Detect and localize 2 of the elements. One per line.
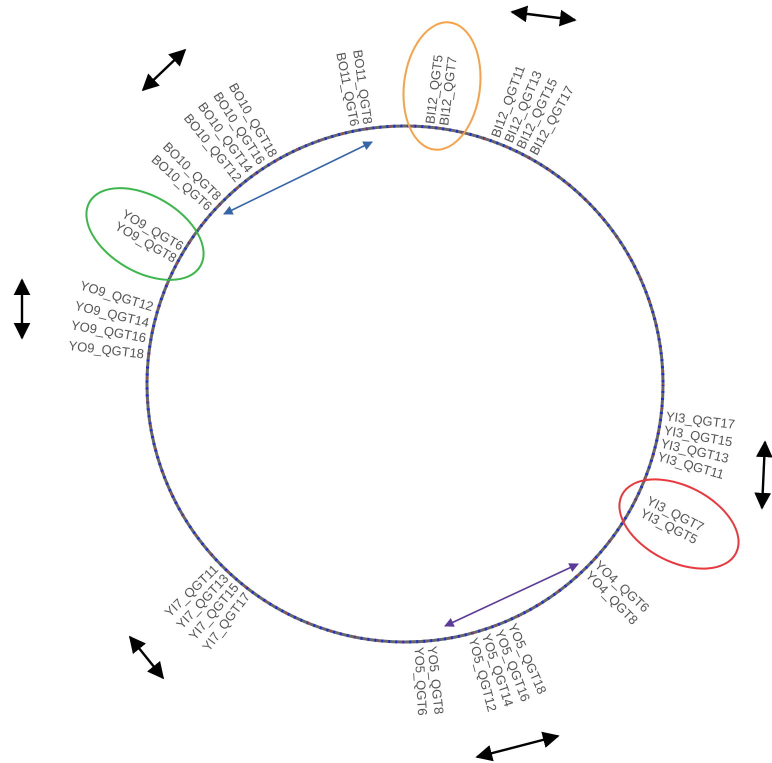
gene-label: YO5_QGT8 [426,644,446,714]
gene-label: YO5_QGT6 [412,646,429,716]
